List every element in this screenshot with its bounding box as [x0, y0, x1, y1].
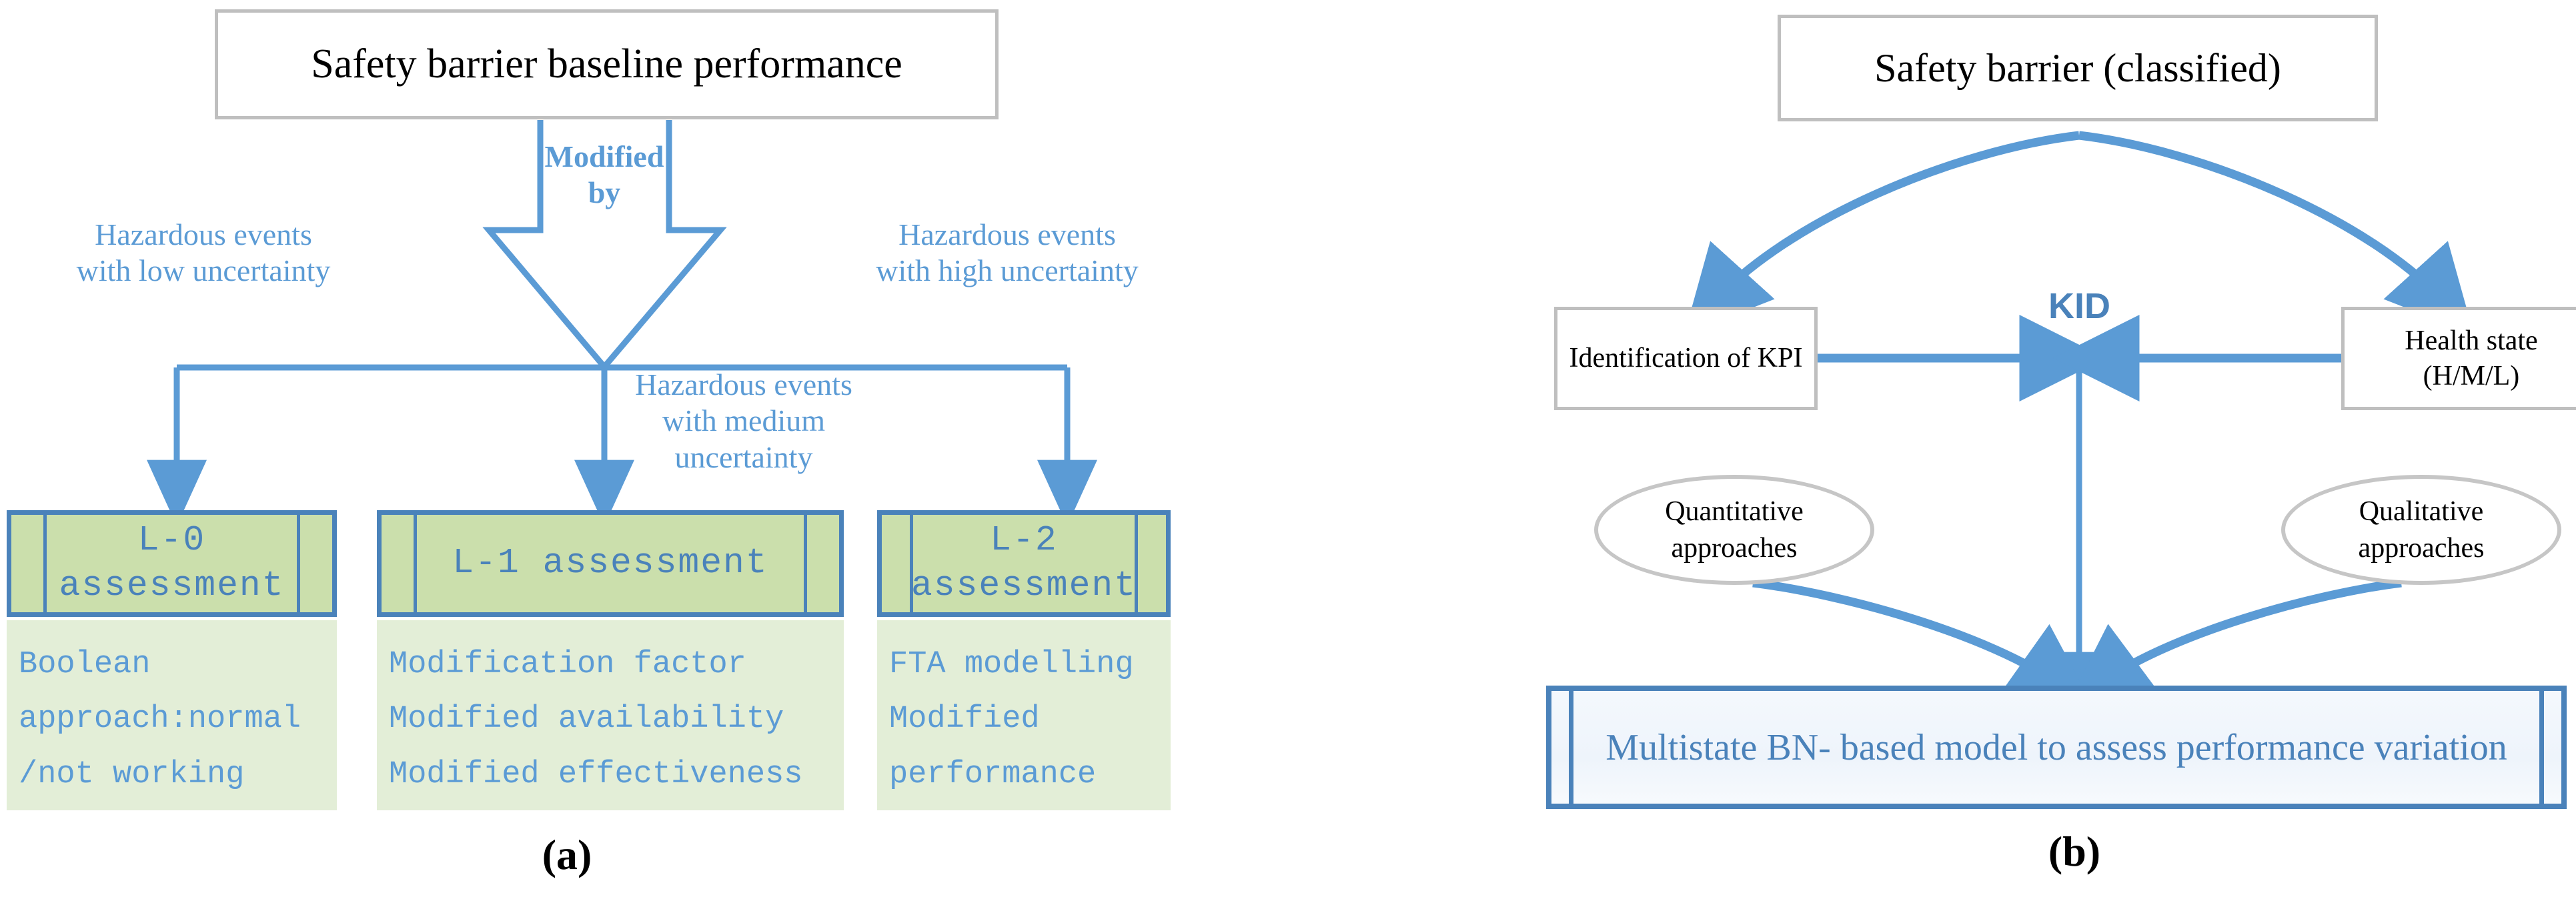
qualitative-to-bn-curve	[2064, 578, 2402, 711]
branch-label-right: Hazardous events with high uncertainty	[876, 217, 1139, 288]
l0-body-line-3: /not working	[19, 756, 245, 792]
panel-a-title-text: Safety barrier baseline performance	[311, 41, 902, 87]
l2-inner-divider-right	[1135, 515, 1138, 612]
panel-b-title-box: Safety barrier (classified)	[1778, 15, 2378, 121]
qualitative-approaches-label: Qualitative approaches	[2358, 496, 2485, 564]
l0-inner-divider-left	[43, 515, 47, 612]
kpi-box[interactable]: Identification of KPI	[1554, 307, 1818, 410]
l2-body-line-2: Modified	[889, 702, 1040, 738]
kpi-box-label: Identification of KPI	[1569, 343, 1803, 374]
level-box-l1[interactable]: L-1 assessment	[377, 510, 844, 617]
modified-by-label: Modified by	[544, 139, 664, 210]
kid-label: KID	[2048, 286, 2110, 326]
health-state-box[interactable]: Health state (H/M/L)	[2341, 307, 2576, 410]
branch-label-left: Hazardous events with low uncertainty	[76, 217, 331, 288]
level-box-l2[interactable]: L-2 assessment	[877, 510, 1171, 617]
level-header-l2: L-2 assessment	[910, 520, 1137, 606]
level-box-l0[interactable]: L-0 assessment	[7, 510, 337, 617]
panel-b-caption: (b)	[2048, 828, 2101, 875]
bn-inner-divider-right	[2539, 691, 2544, 804]
l1-body-line-1: Modification factor	[389, 647, 746, 682]
quantitative-to-bn-curve	[1752, 578, 2095, 710]
l1-inner-divider-right	[804, 515, 807, 612]
classified-to-health-arc	[2078, 131, 2474, 335]
panel-a-title-box: Safety barrier baseline performance	[215, 9, 999, 119]
l1-inner-divider-left	[414, 515, 417, 612]
l1-body-line-3: Modified effectiveness	[389, 756, 803, 792]
level-header-l0: L-0 assessment	[59, 520, 285, 606]
classified-to-kpi-arc	[1684, 131, 2080, 335]
l2-inner-divider-left	[910, 515, 913, 612]
bn-inner-divider-left	[1569, 691, 1573, 804]
quantitative-approaches-ellipse[interactable]: Quantitative approaches	[1594, 475, 1874, 585]
panel-b-title-text: Safety barrier (classified)	[1874, 45, 2281, 90]
bn-model-box[interactable]: Multistate BN- based model to assess per…	[1546, 686, 2567, 809]
l2-body-line-1: FTA modelling	[889, 647, 1134, 682]
health-state-box-label: Health state (H/M/L)	[2405, 325, 2538, 391]
l0-body-line-2: approach:normal	[19, 702, 301, 738]
qualitative-approaches-ellipse[interactable]: Qualitative approaches	[2281, 475, 2561, 585]
bn-model-label: Multistate BN- based model to assess per…	[1605, 726, 2507, 768]
level-body-l1: Modification factor Modified availabilit…	[377, 620, 844, 810]
l0-inner-divider-right	[297, 515, 300, 612]
quantitative-approaches-label: Quantitative approaches	[1665, 496, 1804, 564]
branch-label-middle: Hazardous events with medium uncertainty	[635, 367, 852, 474]
l2-body-line-3: performance	[889, 756, 1097, 792]
l1-body-line-2: Modified availability	[389, 702, 784, 738]
level-header-l1: L-1 assessment	[452, 543, 768, 584]
level-body-l0: Boolean approach:normal /not working	[7, 620, 337, 810]
level-body-l2: FTA modelling Modified performance	[877, 620, 1171, 810]
l0-body-line-1: Boolean	[19, 647, 151, 682]
panel-a-caption: (a)	[542, 831, 592, 878]
